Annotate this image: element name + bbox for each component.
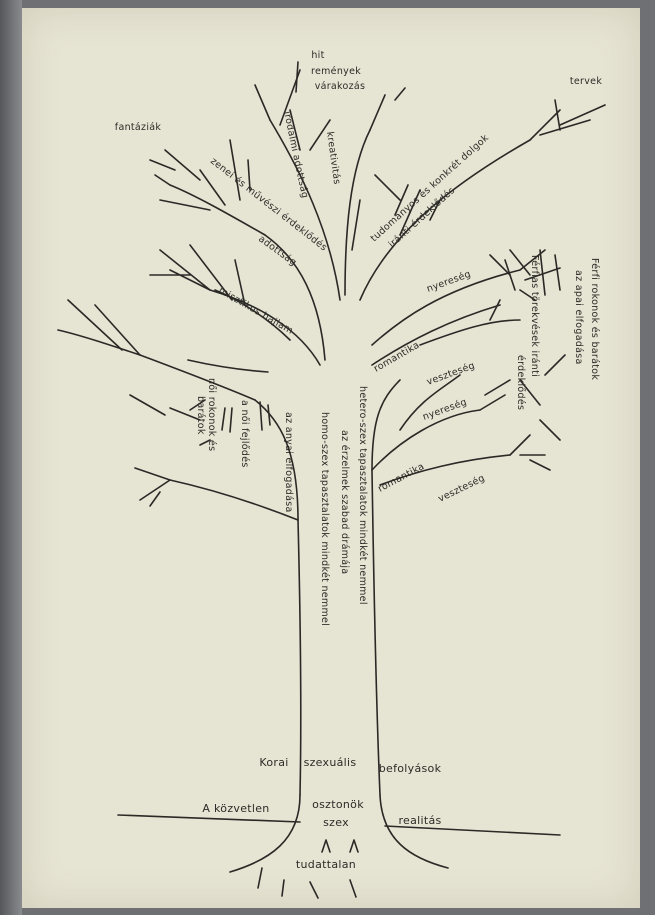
label-szex: szex [323, 816, 349, 829]
label-veszteseg-2: veszteség [436, 473, 486, 505]
label-misztikus-hajlam: misztikus hajlam [217, 285, 296, 337]
label-noi-fejlodes: a női fejlődés [239, 400, 250, 468]
label-irodalmi-adottsag: irodalmi adottság [281, 110, 310, 199]
book-page [22, 8, 640, 908]
ground-line [117, 814, 561, 836]
label-varakozas: várakozás [315, 81, 366, 92]
middle-left-branches [149, 244, 321, 366]
label-apai-elfogadasa: az apai elfogadása [573, 270, 584, 365]
tree-roots [229, 794, 449, 899]
label-kreativitas: kreativitás [324, 131, 342, 185]
middle-right-branches [371, 249, 566, 486]
label-fantaziak: fantáziák [115, 122, 162, 133]
label-erzelmek: az érzelmek szabad drámája [339, 430, 350, 574]
label-erdeklodes-right: érdeklődés [515, 355, 526, 410]
upper-right-branches [359, 99, 606, 301]
label-tudomanyos: tudományos és konkrét dolgok [369, 132, 492, 244]
label-veszteseg-1: veszteség [425, 360, 476, 388]
label-korai: Korai [259, 756, 288, 769]
label-baratok: barátok [195, 396, 206, 435]
tree-labels: hit remények várakozás tervek fantáziák … [115, 50, 602, 871]
label-anyai-elfogadasa: az anyai elfogadása [283, 412, 294, 513]
label-romantika-1: romantika [372, 340, 422, 375]
label-kozvetlen: A közvetlen [202, 802, 269, 815]
label-romantika-2: romantika [376, 461, 426, 495]
label-hetero: hetero-szex tapasztalatok mindkét nemmel [357, 386, 368, 605]
label-remenyek: remények [311, 66, 361, 77]
label-befolyasok: befolyások [379, 762, 442, 775]
label-homo: homo-szex tapasztalatok mindkét nemmel [319, 412, 330, 626]
label-nyereseg-1: nyereség [425, 269, 472, 295]
label-tudattalan: tudattalan [296, 858, 356, 871]
label-tervek: tervek [570, 76, 602, 87]
label-ferfi-rokonok: Férfi rokonok és barátok [589, 258, 600, 380]
label-ferfias-torekvesek: Férfias törekvések iránti [529, 255, 540, 377]
label-adottsag: adottság [256, 234, 298, 269]
label-osztonok: osztonök [312, 798, 364, 811]
label-noi-rokonok: női rokonok és [206, 378, 217, 451]
upper-left-branches [149, 61, 406, 361]
photo-frame-edge [0, 0, 22, 915]
label-szexualis: szexuális [304, 756, 357, 769]
lower-left-branches [57, 299, 299, 521]
tree-trunk [254, 379, 401, 796]
label-realitas: realitás [398, 814, 441, 827]
label-hit: hit [311, 50, 324, 61]
